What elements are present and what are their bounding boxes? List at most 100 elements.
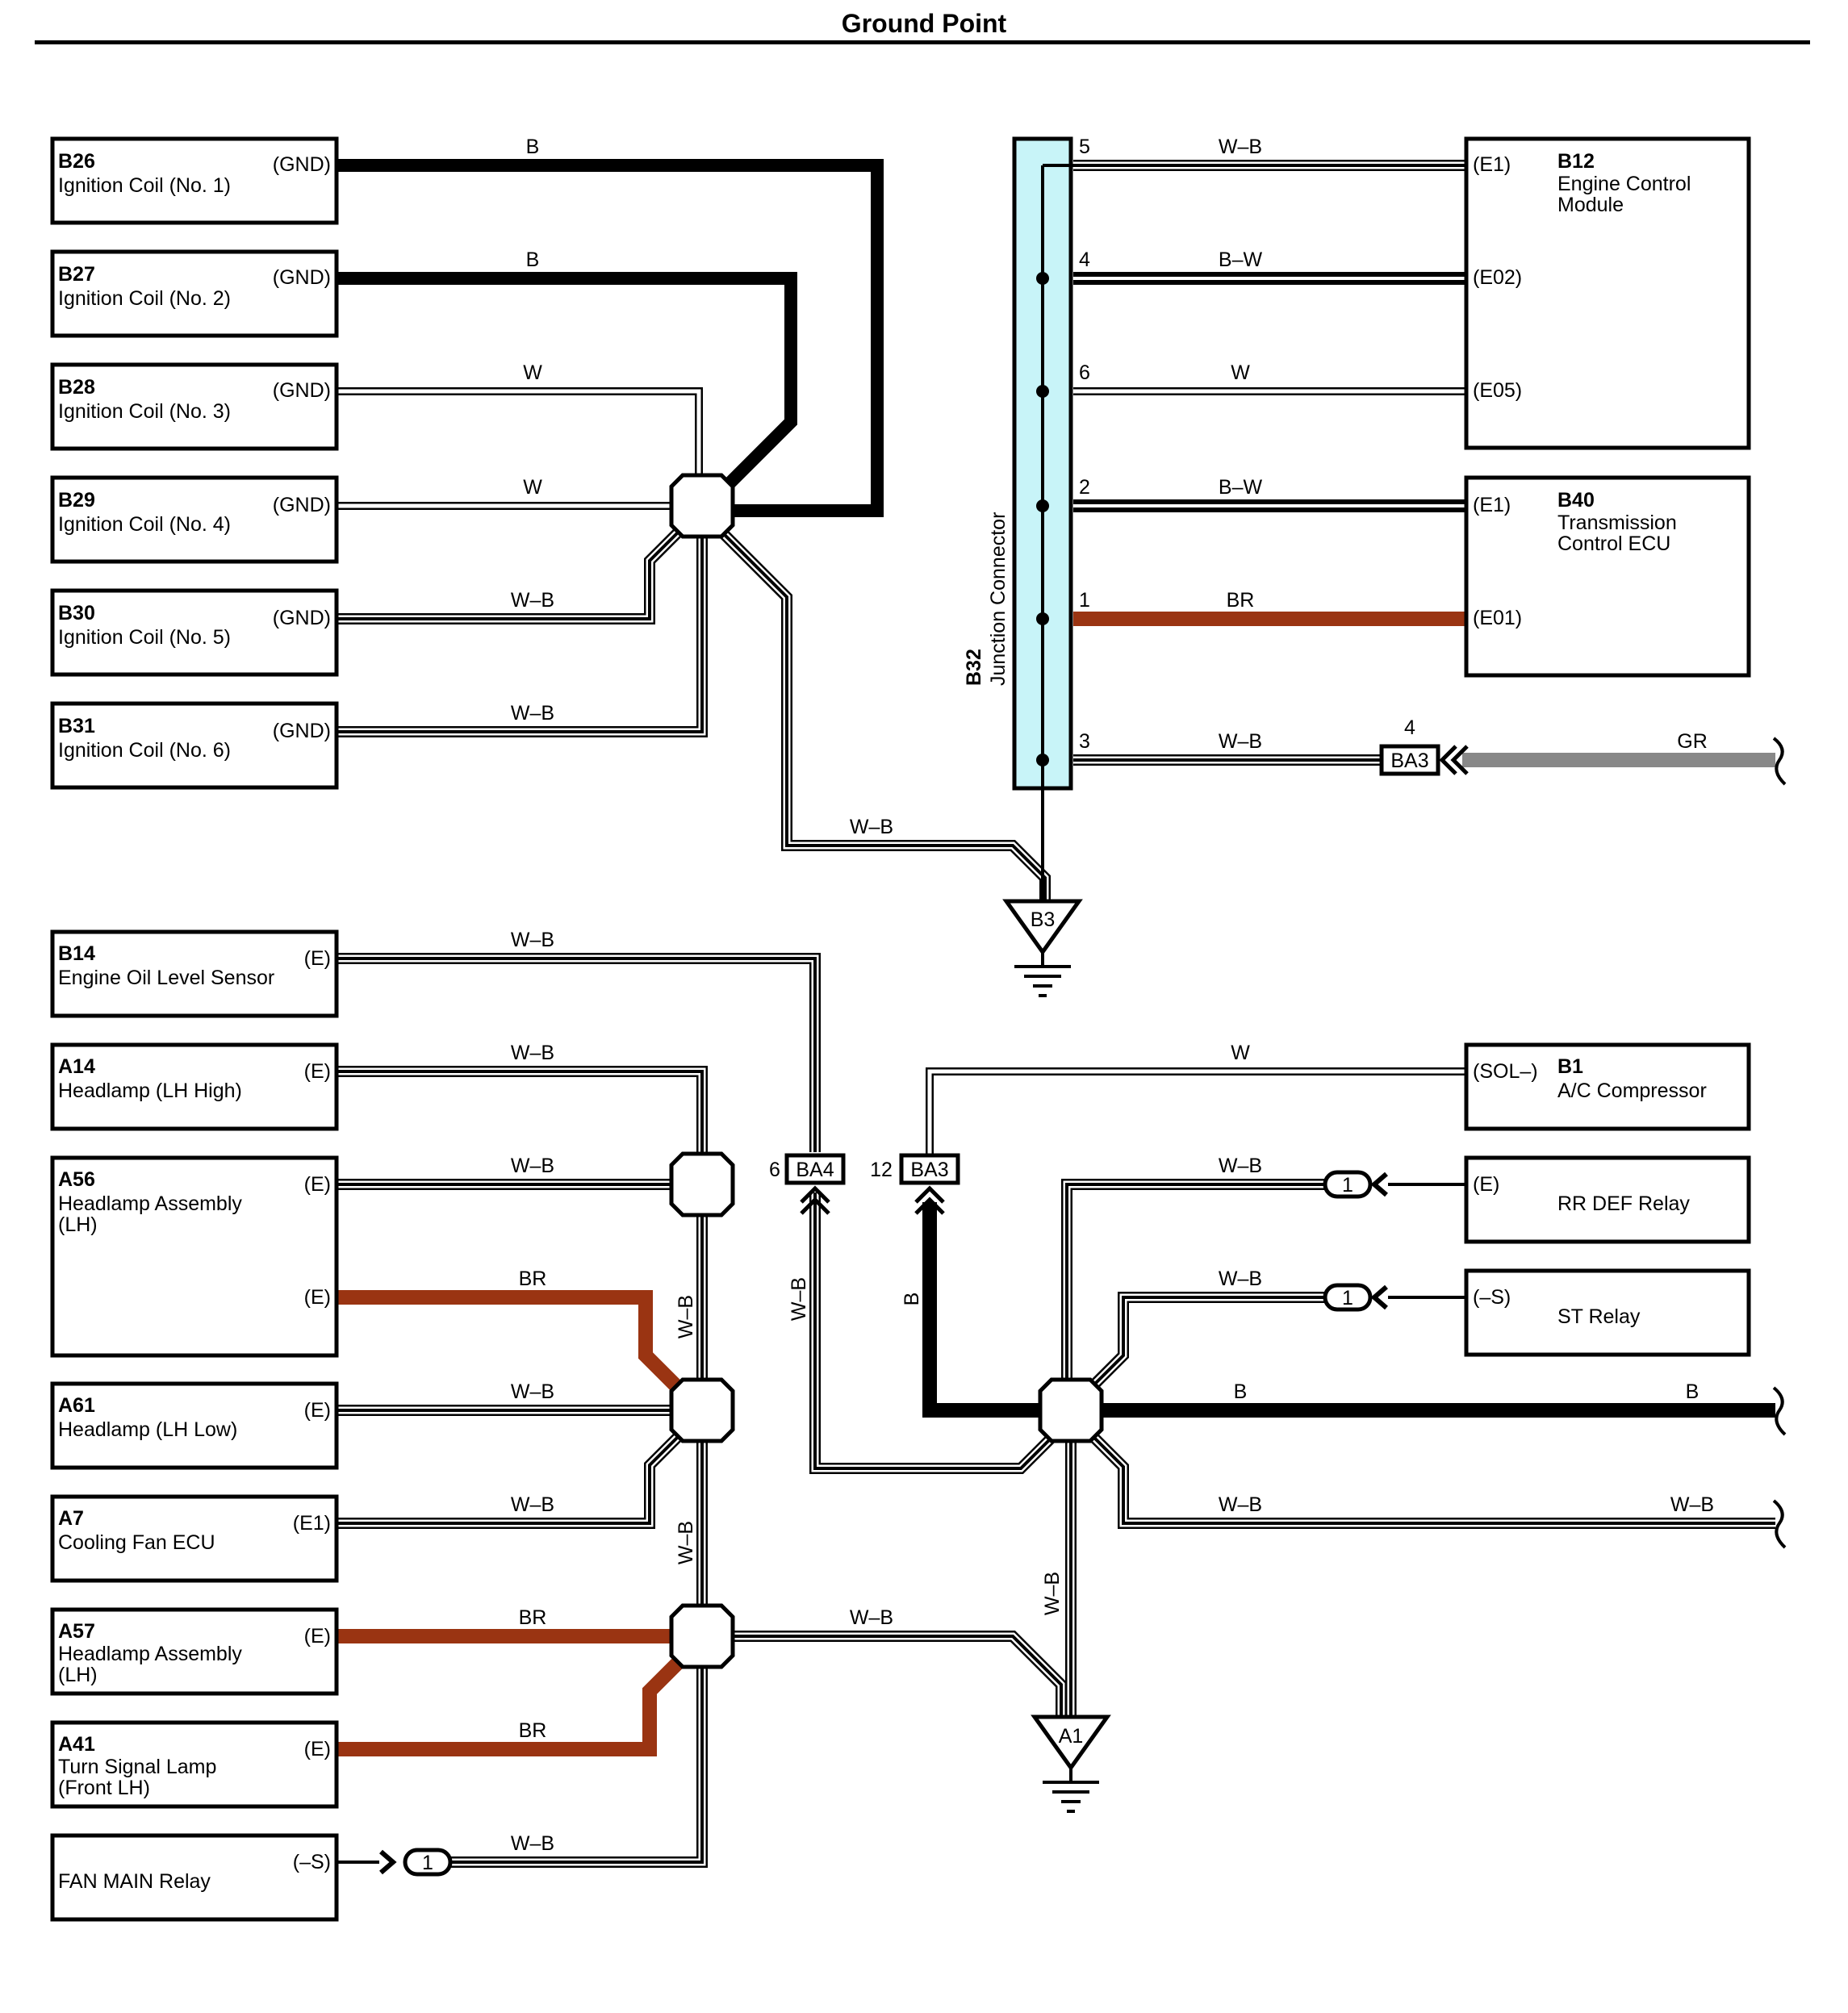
wire-a14-white-black (338, 1066, 708, 1155)
wc-pin2: B–W (1219, 476, 1263, 499)
a41-pin: (E) (304, 1738, 331, 1760)
junction-name: Junction Connector (987, 512, 1010, 686)
component-a56: A56 Headlamp Assembly (LH) (E) (E) (50, 1155, 339, 1358)
a41-code: A41 (58, 1733, 95, 1756)
wc-b14: W–B (511, 929, 554, 951)
wc-splice-b3: W–B (850, 816, 893, 838)
wc-ba3-vertical: B (901, 1293, 923, 1306)
component-st-relay: (–S) ST Relay (1464, 1268, 1751, 1357)
fanmain-pin: (–S) (293, 1851, 331, 1873)
a7-code: A7 (58, 1507, 84, 1530)
wc-a57: BR (519, 1606, 547, 1629)
component-a7: A7 Cooling Fan ECU (E1) (50, 1494, 339, 1583)
wc-trunk-lower: W–B (675, 1521, 697, 1564)
wc-rrdef: W–B (1219, 1155, 1262, 1177)
b14-pin: (E) (304, 947, 331, 970)
b1-code: B1 (1557, 1055, 1583, 1078)
b30-pin: (GND) (273, 607, 331, 629)
wire-b27-black (338, 272, 797, 494)
b30-name: Ignition Coil (No. 5) (58, 626, 231, 649)
wire-fanmain-white-black (448, 1667, 708, 1868)
wc-a1-vertical: W–B (1041, 1572, 1064, 1615)
wire-wb-lower-right (1081, 1425, 1775, 1529)
wc-splice-a1: W–B (850, 1606, 893, 1629)
a14-code: A14 (58, 1055, 95, 1078)
wc-wb-right2: W–B (1670, 1493, 1714, 1516)
b40-pin-e01: (E01) (1473, 607, 1522, 629)
junction-pin-labels: 5 4 6 2 1 3 (1079, 136, 1090, 753)
wc-a56-top: W–B (511, 1155, 554, 1177)
rrdef-pin: (E) (1473, 1173, 1499, 1196)
wc-pin6: W (1231, 361, 1250, 384)
a61-name: Headlamp (LH Low) (58, 1418, 237, 1441)
wire-ba3-black (922, 1202, 1041, 1418)
b27-code: B27 (58, 263, 95, 286)
b31-pin: (GND) (273, 720, 331, 742)
b12-code: B12 (1557, 150, 1595, 173)
wc-gr: GR (1677, 730, 1708, 753)
component-a57: A57 Headlamp Assembly (LH) (E) (50, 1607, 339, 1696)
component-b30: B30 Ignition Coil (No. 5) (GND) (50, 588, 339, 677)
wc-pin4: B–W (1219, 248, 1263, 271)
wc-ba4-vertical: W–B (788, 1277, 810, 1321)
wc-a7: W–B (511, 1493, 554, 1516)
splice-a57 (671, 1606, 733, 1667)
wire-splice-to-b3 (712, 522, 1051, 904)
wire-b1-white (926, 1067, 1466, 1155)
connector-ba3-bottom (899, 1153, 960, 1185)
a41-name2: (Front LH) (58, 1777, 150, 1799)
b29-pin: (GND) (273, 494, 331, 516)
a7-pin: (E1) (293, 1512, 331, 1535)
a56-name1: Headlamp Assembly (58, 1192, 242, 1215)
ground-a1 (1031, 1714, 1111, 1813)
wc-st: W–B (1219, 1268, 1262, 1290)
chevron-left-icon (1370, 1171, 1388, 1197)
wire-b31-white-black (338, 528, 708, 737)
wc-a56-bottom: BR (519, 1268, 547, 1290)
wire-splice-to-a1 (733, 1631, 1067, 1717)
component-box-b12 (1464, 136, 1751, 450)
component-rr-def-relay: (E) RR DEF Relay (1464, 1155, 1751, 1244)
wc-a14: W–B (511, 1042, 554, 1064)
chevron-right-icon (379, 1849, 397, 1875)
a56-pin1: (E) (304, 1173, 331, 1196)
a57-name1: Headlamp Assembly (58, 1643, 242, 1665)
b26-pin: (GND) (273, 153, 331, 176)
a61-code: A61 (58, 1394, 95, 1417)
wc-b1: W (1231, 1042, 1250, 1064)
b1-pin: (SOL–) (1473, 1060, 1538, 1083)
b27-name: Ignition Coil (No. 2) (58, 287, 231, 310)
a56-code: A56 (58, 1168, 95, 1191)
b28-pin: (GND) (273, 379, 331, 402)
junction-pin-6: 6 (1079, 361, 1090, 384)
b26-code: B26 (58, 150, 95, 173)
b14-name: Engine Oil Level Sensor (58, 967, 274, 989)
wc-pin1: BR (1227, 589, 1255, 612)
wire-b26-black (338, 159, 884, 517)
wc-a41: BR (519, 1719, 547, 1742)
wc-wb-right1: W–B (1219, 1493, 1262, 1516)
junction-pin-2: 2 (1079, 476, 1090, 499)
wire-st-white-black (1081, 1292, 1325, 1397)
b12-pin-e02: (E02) (1473, 266, 1522, 289)
b31-name: Ignition Coil (No. 6) (58, 739, 231, 762)
a61-pin: (E) (304, 1399, 331, 1422)
component-box-b40 (1464, 475, 1751, 678)
connector-ba4-code: BA4 (796, 1159, 834, 1181)
connector-ba3-bottom-pin: 12 (870, 1159, 893, 1181)
chevron-up-icon (914, 1185, 945, 1215)
b40-pin-e1: (E1) (1473, 494, 1511, 516)
wc-b30: W–B (511, 589, 554, 612)
splice-a61 (671, 1380, 733, 1441)
b12-name2: Module (1557, 194, 1624, 216)
a56-name2: (LH) (58, 1213, 98, 1236)
wire-break-gr (1772, 737, 1787, 786)
connector-ba4 (784, 1153, 846, 1185)
st-name: ST Relay (1557, 1305, 1641, 1328)
plug-rrdef-pin: 1 (1342, 1174, 1353, 1197)
title-rule (35, 40, 1810, 44)
junction-pin-1: 1 (1079, 589, 1090, 612)
b14-code: B14 (58, 942, 95, 965)
connector-ba3-top-code: BA3 (1390, 750, 1428, 772)
